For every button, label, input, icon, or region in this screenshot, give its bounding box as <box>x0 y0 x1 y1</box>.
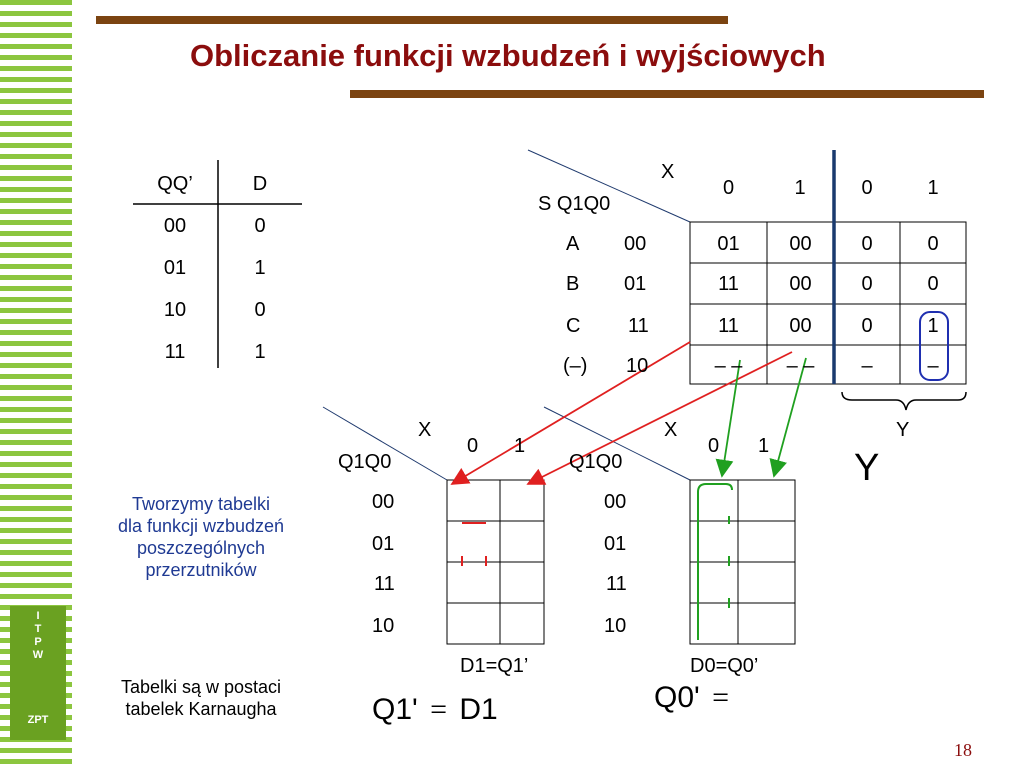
main-row-code: 00 <box>624 233 647 255</box>
kmap-d0-row: 11 <box>606 573 627 595</box>
kmap-d0-diagonal <box>543 406 691 481</box>
note-blue-line: poszczególnych <box>136 538 266 558</box>
truth-cell: 0 <box>254 299 266 321</box>
kmap-d1-col: 0 <box>467 435 479 457</box>
logo-zpt: ZPT <box>27 714 49 726</box>
main-row-code: 11 <box>628 315 649 337</box>
truth-cell: 0 <box>254 215 266 237</box>
main-cell: 0 <box>861 315 873 337</box>
truth-cell: 00 <box>163 215 187 237</box>
equation-d1: Q1' = D1 <box>372 692 498 728</box>
equation-d0-left: Q0' <box>654 681 700 714</box>
truth-cell: 1 <box>254 341 266 363</box>
main-cell: 11 <box>718 315 739 337</box>
kmap-d0-row: 00 <box>604 491 627 513</box>
kmap-d1-diagonal <box>322 406 448 481</box>
truth-cell: 01 <box>163 257 187 279</box>
truth-cell: 1 <box>254 257 266 279</box>
kmap-d0-col: 0 <box>708 435 720 457</box>
kmap-d1-row: 11 <box>374 573 395 595</box>
main-row-state: A <box>566 233 580 255</box>
main-cell: – – <box>714 355 743 377</box>
main-cell: 00 <box>789 233 812 255</box>
main-cell: – <box>927 355 939 377</box>
main-col-header: 1 <box>794 177 806 199</box>
main-cell: 00 <box>789 273 812 295</box>
truth-header-d: D <box>252 173 268 195</box>
main-row-code: 10 <box>626 355 649 377</box>
note-blue-line: przerzutników <box>145 560 257 580</box>
kmap-d0-x: X <box>664 419 678 441</box>
main-col-header: 1 <box>927 177 939 199</box>
note-blue-line: Tworzymy tabelki <box>131 494 271 514</box>
kmap-d1-x: X <box>418 419 432 441</box>
main-cell: 1 <box>927 315 939 337</box>
green-arrow-2 <box>769 357 807 478</box>
main-cell: 01 <box>717 233 740 255</box>
main-col-header: 0 <box>861 177 873 199</box>
title-bar-top <box>96 16 728 24</box>
main-cell: 11 <box>718 273 739 295</box>
kmap-d1-row: 01 <box>372 533 395 555</box>
equation-d0-eq: = <box>712 681 730 714</box>
equation-d0: Q0' = <box>654 680 733 716</box>
kmap-d1-row: 00 <box>372 491 395 513</box>
kmap-d1-col: 1 <box>514 435 526 457</box>
kmap-d0-caption: D0=Q0’ <box>690 655 759 677</box>
y-big-label: Y <box>854 447 880 489</box>
red-marks <box>461 522 487 566</box>
main-corner-state: S Q1Q0 <box>538 193 611 215</box>
note-black-line: tabelek Karnaugha <box>125 699 277 719</box>
note-black-line: Tabelki są w postaci <box>120 677 282 697</box>
main-corner-x: X <box>661 161 675 183</box>
itpw-logo: I T P W ZPT <box>10 606 66 740</box>
main-row-code: 01 <box>624 273 647 295</box>
note-black: Tabelki są w postaci tabelek Karnaugha <box>88 676 314 720</box>
blue-ring <box>919 311 949 381</box>
note-blue-line: dla funkcji wzbudzeń <box>117 516 285 536</box>
kmap-d0-grid <box>689 479 796 645</box>
truth-header-qq: QQ’ <box>157 173 193 195</box>
kmap-d1-row: 10 <box>372 615 395 637</box>
kmap-d0-row: 01 <box>604 533 627 555</box>
main-cell: – <box>861 355 873 377</box>
equation-d1-right: D1 <box>459 693 498 726</box>
main-cell: 0 <box>861 273 873 295</box>
kmap-d0-col: 1 <box>758 435 770 457</box>
main-cell: 00 <box>789 315 812 337</box>
red-arrow-2 <box>526 351 793 485</box>
page-number: 18 <box>954 740 972 760</box>
main-table-diagonal <box>527 149 691 223</box>
logo-letters: I T P W <box>32 610 44 661</box>
equation-d1-left: Q1' <box>372 693 418 726</box>
truth-cell: 10 <box>163 299 187 321</box>
truth-cell: 11 <box>164 341 186 363</box>
main-col-header: 0 <box>722 177 735 199</box>
main-row-state: C <box>566 315 581 337</box>
kmap-d0-rows-label: Q1Q0 <box>569 451 623 473</box>
main-cell: 0 <box>927 233 939 255</box>
y-brace-label: Y <box>896 419 910 441</box>
main-row-state: B <box>566 273 580 295</box>
kmap-d1-grid <box>446 479 545 645</box>
kmap-d0-row: 10 <box>604 615 627 637</box>
red-arrow-1 <box>450 341 691 485</box>
kmap-d1-rows-label: Q1Q0 <box>338 451 392 473</box>
kmap-d1-caption: D1=Q1’ <box>460 655 529 677</box>
green-ring <box>697 483 733 640</box>
main-cell: – – <box>786 355 815 377</box>
main-cell: 0 <box>927 273 939 295</box>
main-row-state: (–) <box>563 355 588 377</box>
main-cell: 0 <box>861 233 873 255</box>
title-bar-bottom <box>350 90 984 98</box>
y-brace <box>841 391 967 411</box>
green-arrow-1 <box>715 359 741 478</box>
equation-d1-eq: = <box>430 693 448 726</box>
page-title: Obliczanie funkcji wzbudzeń i wyjściowyc… <box>190 38 826 73</box>
note-blue: Tworzymy tabelki dla funkcji wzbudzeń po… <box>88 493 314 581</box>
